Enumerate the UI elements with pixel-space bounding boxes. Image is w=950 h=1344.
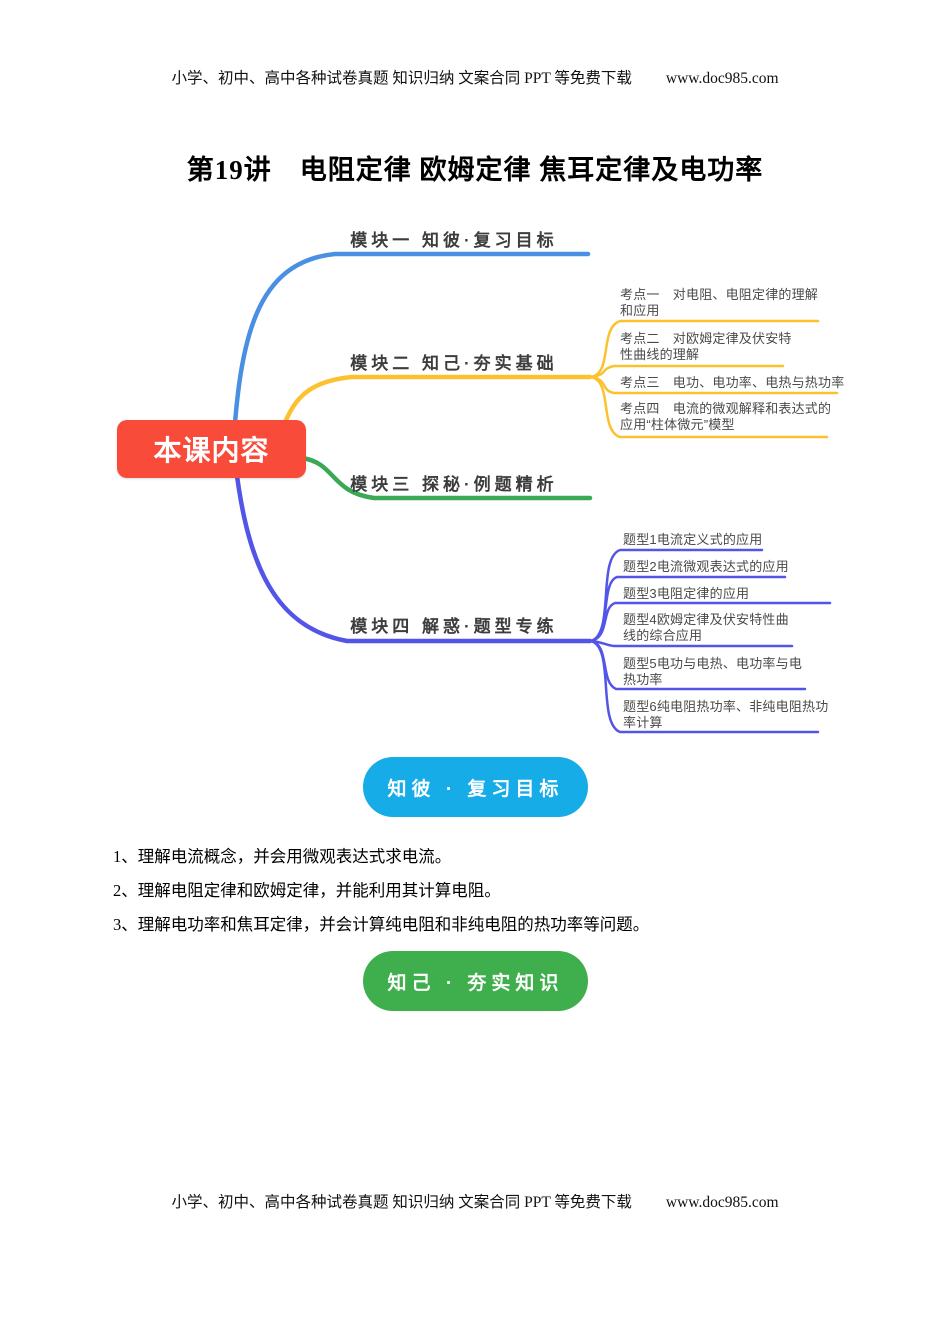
mindmap-subitem-kaodian4[interactable]: 考点四 电流的微观解释和表达式的应用“柱体微元”模型 [620,401,832,432]
subline-tixing6 [589,639,820,734]
mindmap-branch-module1[interactable]: 模块一 知彼·复习目标 [350,231,558,250]
mindmap-subitem-kaodian3[interactable]: 考点三 电功、电功率、电热与热功率 [620,375,845,390]
goal-item-3: 3、理解电功率和焦耳定律，并会计算纯电阻和非纯电阻的热功率等问题。 [113,915,650,934]
mindmap-branch-module4[interactable]: 模块四 解惑·题型专练 [350,617,558,636]
review-goals-badge[interactable]: 知彼 · 复习目标 [363,757,588,817]
goal-item-2: 2、理解电阻定律和欧姆定律，并能利用其计算电阻。 [113,881,501,900]
branch-line-module4 [233,465,593,644]
mindmap-subitem-tixing6[interactable]: 题型6纯电阻热功率、非纯电阻热功率计算 [623,699,829,730]
branch-line-module3 [299,455,593,501]
lesson-title: 第19讲 电阻定律 欧姆定律 焦耳定律及电功率 [186,155,764,185]
mindmap-subitem-tixing1[interactable]: 题型1电流定义式的应用 [623,532,763,547]
mindmap-subitem-kaodian2[interactable]: 考点二 对欧姆定律及伏安特性曲线的理解 [620,331,792,362]
mindmap-root-node[interactable]: 本课内容 [117,420,306,478]
mindmap-subitem-tixing3[interactable]: 题型3电阻定律的应用 [623,586,750,601]
knowledge-badge[interactable]: 知己 · 夯实知识 [363,951,588,1011]
subline-kaodian2 [589,364,785,379]
page-footer: 小学、初中、高中各种试卷真题 知识归纳 文案合同 PPT 等免费下载 www.d… [0,1190,950,1212]
mindmap-subitem-tixing2[interactable]: 题型2电流微观表达式的应用 [623,559,789,574]
branch-line-module2 [275,374,593,445]
mindmap-branch-module3[interactable]: 模块三 探秘·例题精析 [350,475,558,494]
footer-site-url[interactable]: www.doc985.com [665,1194,779,1211]
subline-kaodian4 [589,375,829,439]
page-header: 小学、初中、高中各种试卷真题 知识归纳 文案合同 PPT 等免费下载 www.d… [0,66,950,88]
mindmap-branch-module2[interactable]: 模块二 知己·夯实基础 [350,354,558,373]
subline-kaodian1 [589,319,820,379]
mindmap-subitem-tixing4[interactable]: 题型4欧姆定律及伏安特性曲线的综合应用 [623,612,789,643]
footer-promo-text: 小学、初中、高中各种试卷真题 知识归纳 文案合同 PPT 等免费下载 [171,1194,632,1211]
mindmap-subitem-kaodian1[interactable]: 考点一 对电阻、电阻定律的理解和应用 [620,287,819,318]
subline-tixing3 [589,601,832,643]
goal-item-1: 1、理解电流概念，并会用微观表达式求电流。 [113,847,452,866]
header-site-url[interactable]: www.doc985.com [665,70,779,87]
mindmap-subitem-tixing5[interactable]: 题型5电功与电热、电功率与电热功率 [623,656,803,687]
branch-line-module1 [230,251,591,453]
header-promo-text: 小学、初中、高中各种试卷真题 知识归纳 文案合同 PPT 等免费下载 [171,70,632,87]
